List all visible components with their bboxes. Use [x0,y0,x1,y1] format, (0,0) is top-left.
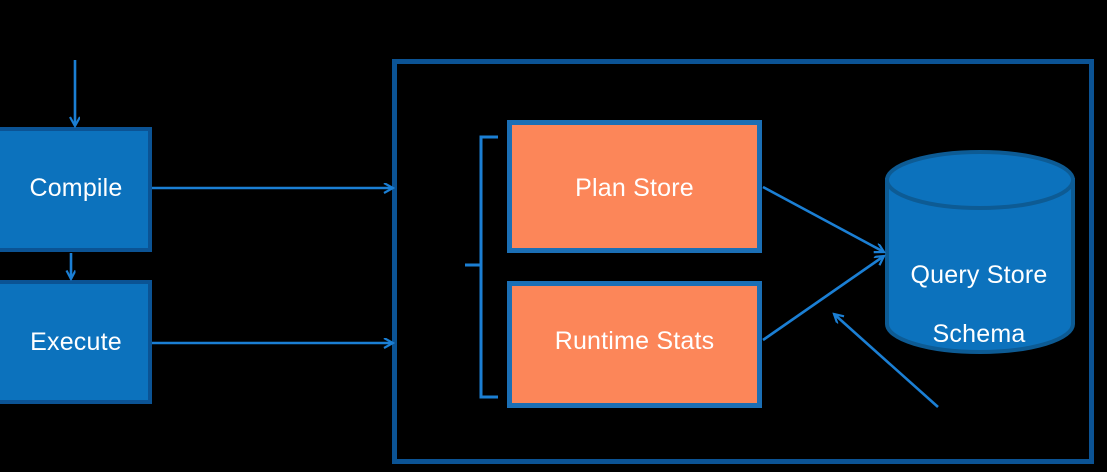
query-store-container [392,59,1094,464]
query-store-schema-cylinder[interactable] [885,150,1075,354]
group-bracket-icon [465,135,498,399]
connector-external-to-schema [834,314,939,408]
connector-runtime-to-schema [762,256,884,342]
compile-box[interactable] [0,127,152,252]
execute-box[interactable] [0,280,152,404]
connector-planstore-to-schema [762,185,884,252]
plan-store-box[interactable] [507,120,762,253]
runtime-stats-box[interactable] [507,281,762,408]
